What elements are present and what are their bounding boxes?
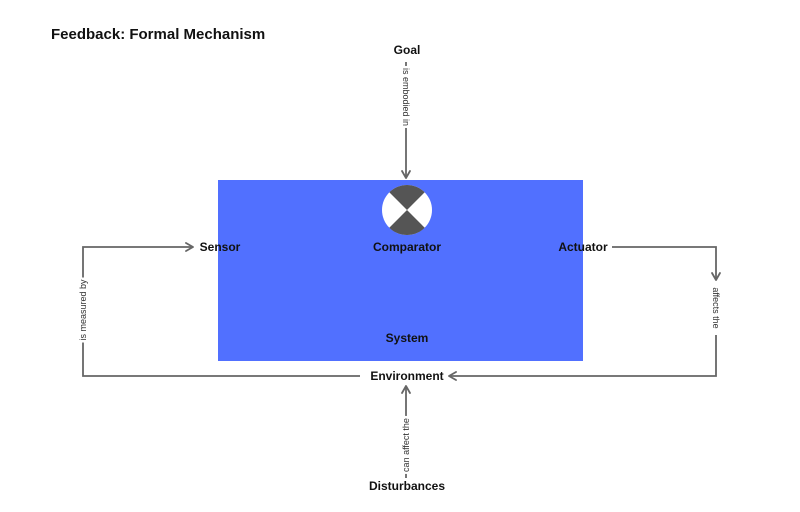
page-title: Feedback: Formal Mechanism [51, 26, 266, 43]
sensor-label: Sensor [199, 240, 241, 254]
arrow-actuator-to-environment [612, 246, 721, 281]
disturbances-label: Disturbances [368, 479, 446, 493]
arrow-environment-to-sensor [82, 242, 360, 377]
actuator-label: Actuator [558, 240, 608, 254]
comparator-label: Comparator [372, 240, 442, 254]
edge-label-is-embodied-in: is embodied in [401, 65, 411, 129]
system-label: System [385, 331, 429, 345]
edge-label-affects-the: affects the [711, 285, 721, 331]
environment-label: Environment [366, 369, 448, 383]
arrow-actuator-to-environment-return [448, 335, 717, 381]
edge-label-is-measured-by: is measured by [78, 277, 88, 343]
goal-label: Goal [393, 43, 421, 57]
comparator-icon [382, 184, 432, 236]
edge-label-can-affect-the: can affect the [401, 416, 411, 474]
